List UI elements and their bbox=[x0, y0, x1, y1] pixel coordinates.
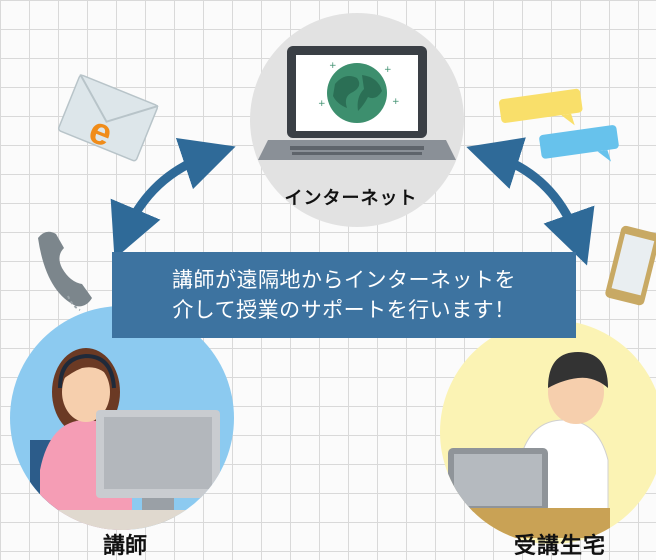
svg-text:+: + bbox=[384, 65, 392, 75]
banner-line-2: 介して授業のサポートを行います！ bbox=[172, 298, 516, 322]
student-illustration bbox=[440, 352, 610, 538]
banner-line-1: 講師が遠隔地からインターネットを bbox=[172, 268, 516, 292]
description-banner: 講師が遠隔地からインターネットを 介して授業のサポートを行います！ bbox=[112, 252, 576, 338]
smartphone-icon bbox=[605, 225, 656, 306]
instructor-illustration bbox=[30, 348, 220, 530]
chat-bubble-yellow-icon bbox=[498, 88, 583, 126]
arrow-internet-student bbox=[466, 137, 595, 266]
svg-text:+: + bbox=[392, 97, 400, 107]
internet-label: インターネット bbox=[284, 188, 418, 209]
instructor-label: 講師 bbox=[102, 534, 147, 559]
svg-text:+: + bbox=[329, 61, 337, 71]
student-home-label: 受講生宅 bbox=[513, 534, 606, 559]
globe-icon: + + + + bbox=[318, 61, 400, 123]
email-envelope-icon: e bbox=[57, 73, 159, 162]
svg-text:+: + bbox=[318, 99, 326, 109]
arrow-instructor-internet bbox=[110, 137, 236, 259]
chat-bubble-blue-icon bbox=[539, 125, 619, 162]
telephone-icon bbox=[38, 231, 92, 311]
